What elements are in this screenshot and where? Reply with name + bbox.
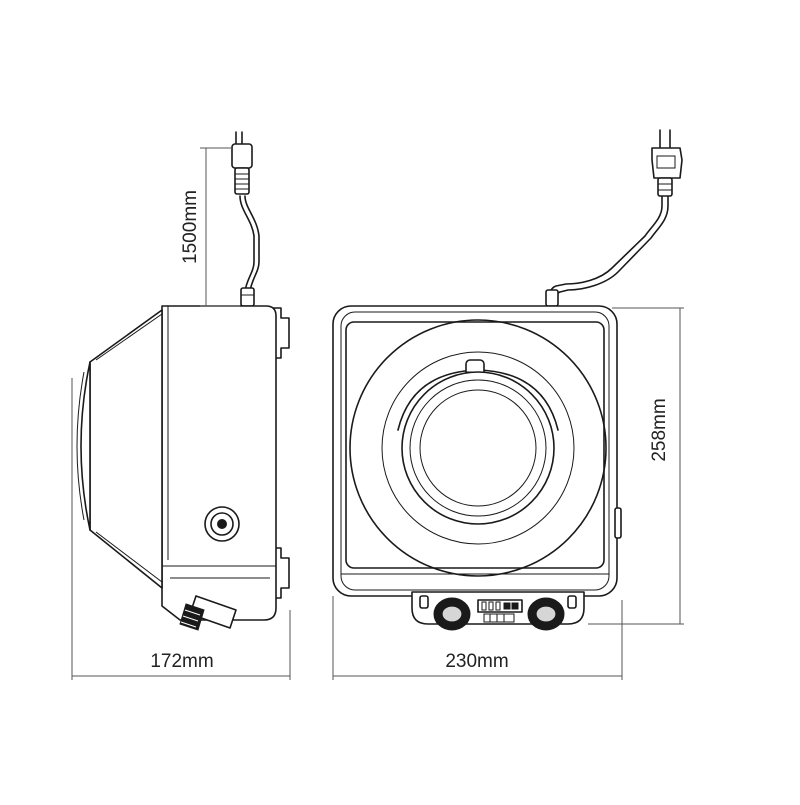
side-bottom-knob bbox=[179, 595, 237, 631]
front-plug-icon bbox=[651, 129, 683, 197]
front-outer-ring bbox=[349, 319, 607, 577]
front-view: 230mm 258mm bbox=[332, 129, 684, 680]
dimension-front-height: 258mm bbox=[588, 307, 684, 625]
control-knob-right[interactable] bbox=[527, 597, 565, 631]
dimension-cord-length: 1500mm bbox=[180, 147, 240, 307]
dimension-front-height-label: 258mm bbox=[649, 398, 670, 461]
control-display-panel bbox=[477, 599, 523, 623]
dimension-front-width: 230mm bbox=[332, 596, 623, 680]
front-control-bar bbox=[411, 591, 585, 631]
dimension-side-depth-label: 172mm bbox=[150, 651, 213, 672]
side-mount-feet bbox=[272, 307, 290, 599]
power-knob-icon[interactable] bbox=[204, 506, 240, 542]
front-cord bbox=[545, 193, 669, 307]
dimension-side-depth: 172mm bbox=[71, 378, 291, 680]
dimension-cord-length-label: 1500mm bbox=[180, 190, 201, 264]
control-knob-left[interactable] bbox=[433, 597, 471, 631]
front-lens bbox=[401, 371, 555, 525]
plug-icon bbox=[231, 131, 253, 195]
dimension-front-width-label: 230mm bbox=[445, 651, 508, 672]
side-body bbox=[161, 305, 277, 621]
side-cord bbox=[239, 195, 260, 307]
side-bowl bbox=[89, 309, 163, 589]
side-view: 1500mm 172mm bbox=[71, 131, 291, 680]
